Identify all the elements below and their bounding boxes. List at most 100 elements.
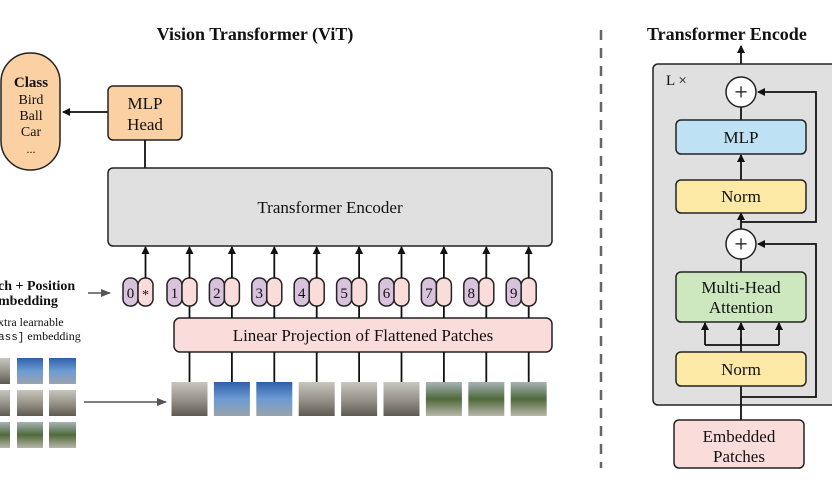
patch-image	[468, 382, 505, 416]
patch-image	[425, 382, 462, 416]
patch-image	[510, 382, 547, 416]
token-index: 2	[213, 286, 221, 302]
class-output-box: Class Bird Ball Car ...	[0, 52, 61, 171]
patch-row	[171, 382, 547, 416]
class-item: Bird	[19, 93, 44, 108]
patch-image	[213, 382, 250, 416]
image-patch	[298, 382, 335, 416]
mlp-head-box: MLP Head	[107, 85, 183, 141]
patch-embedding	[350, 277, 368, 307]
extra-embedding-label: xtra learnable	[0, 315, 64, 329]
token-index: 6	[383, 286, 391, 302]
patch-embedding	[478, 277, 495, 307]
patch-token: 6	[378, 246, 410, 382]
embedded-patches-label: Embedded	[703, 427, 776, 446]
patch-embedding	[308, 277, 325, 307]
mlp-head-label: MLP	[128, 94, 163, 113]
token-index: 7	[425, 286, 433, 302]
class-item: ...	[27, 142, 36, 156]
patch-embedding	[393, 277, 410, 307]
patch-image	[298, 382, 335, 416]
multi-head-attention-box	[675, 271, 807, 323]
patch-embedding	[520, 277, 537, 307]
input-image-cell	[49, 358, 76, 384]
image-patch	[510, 382, 547, 416]
linear-projection-label: Linear Projection of Flattened Patches	[233, 326, 494, 345]
norm-label: Norm	[721, 187, 761, 206]
embedded-patches-box	[673, 419, 805, 469]
image-patch	[383, 382, 420, 416]
token-index: 8	[468, 286, 476, 302]
image-patch	[256, 382, 293, 416]
input-image-grid	[0, 358, 76, 448]
image-patch	[468, 382, 505, 416]
input-image-cell	[17, 390, 43, 416]
embedded-patches-label: Patches	[713, 447, 765, 466]
patch-token: 0*	[122, 246, 154, 307]
patch-token: 4	[293, 246, 325, 382]
mlp-label: MLP	[724, 128, 759, 147]
repeat-label: L ×	[666, 73, 687, 89]
patch-position-label: mbedding	[0, 294, 58, 309]
residual-connection-1	[741, 240, 817, 398]
token-index: 9	[510, 286, 518, 302]
image-patch	[425, 382, 462, 416]
patch-token: 2	[208, 246, 241, 382]
patch-token: 3	[251, 246, 283, 382]
input-image-cell	[0, 358, 10, 384]
patch-token: 5	[335, 246, 368, 382]
token-index: 0	[127, 286, 135, 302]
plus-icon: +	[734, 80, 748, 106]
patch-embedding	[266, 277, 283, 307]
extra-embedding-label: ass] embedding	[0, 329, 81, 344]
token-index: 1	[171, 286, 179, 302]
input-image-cell	[0, 390, 10, 416]
input-image-cell	[49, 390, 76, 416]
patch-image	[256, 382, 293, 416]
patch-token: 1	[166, 246, 198, 382]
patch-embedding	[435, 277, 453, 307]
token-index: 3	[256, 286, 264, 302]
attention-label: Attention	[709, 298, 774, 317]
class-item: Car	[21, 125, 42, 140]
patch-image	[171, 382, 208, 416]
transformer-encoder-box: Transformer Encoder	[107, 167, 553, 247]
patch-token: 8	[463, 246, 495, 382]
add-node-top	[725, 76, 757, 108]
add-node-bottom	[725, 228, 757, 260]
class-item: Ball	[19, 109, 42, 124]
transformer-encoder-label: Transformer Encoder	[257, 198, 403, 217]
vit-title: Vision Transformer (ViT)	[157, 24, 354, 45]
input-image-cell	[49, 422, 76, 448]
encoder-detail-title: Transformer Encode	[647, 24, 807, 44]
mlp-box	[675, 119, 807, 155]
token-index: 4	[298, 286, 306, 302]
residual-connection-2	[741, 88, 817, 223]
mlp-head-label: Head	[127, 115, 163, 134]
encoder-detail: L × + + MLP Norm Multi-Head Attention No…	[652, 45, 832, 469]
patch-token: 9	[505, 246, 537, 382]
class-token-star: *	[142, 288, 149, 303]
input-image-cell	[0, 422, 10, 448]
patch-embedding	[181, 277, 198, 307]
plus-icon: +	[734, 232, 748, 258]
class-heading: Class	[14, 75, 48, 91]
image-patch	[171, 382, 208, 416]
patch-embedding	[223, 277, 241, 307]
linear-projection-box: Linear Projection of Flattened Patches	[173, 317, 553, 353]
patch-image	[383, 382, 420, 416]
patch-token: 7	[420, 246, 453, 382]
patch-position-label: ch + Position	[0, 279, 75, 294]
attention-label: Multi-Head	[701, 278, 781, 297]
token-index: 5	[340, 286, 348, 302]
input-image-cell	[17, 422, 43, 448]
patch-image	[341, 382, 378, 416]
norm-box-bottom	[675, 351, 807, 387]
embedding-word: embedding	[24, 329, 80, 343]
image-patch	[341, 382, 378, 416]
image-patch	[213, 382, 250, 416]
class-token-mono: ass]	[0, 332, 24, 344]
norm-box-top	[675, 179, 807, 214]
